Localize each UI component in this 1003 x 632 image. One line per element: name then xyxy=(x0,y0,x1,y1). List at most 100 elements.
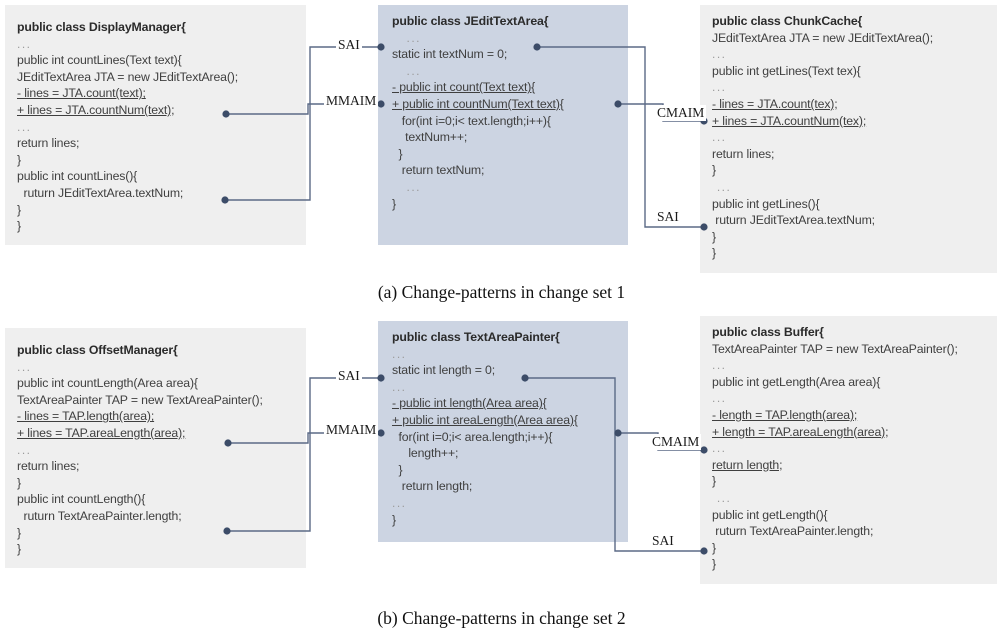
code-lines: ...static int length = 0;...- public int… xyxy=(392,346,578,529)
code-line: ... xyxy=(712,391,727,406)
code-line: } xyxy=(17,542,21,557)
edge-label-sai-right: SAI xyxy=(650,533,676,549)
code-line: } xyxy=(392,512,396,527)
code-lines: ... public int countLines(Text text){JEdi… xyxy=(17,36,238,235)
code-line: } xyxy=(712,540,716,555)
edge-label-sai-left: SAI xyxy=(336,368,362,384)
code-line: static int length = 0; xyxy=(392,363,495,378)
code-line: ruturn TextAreaPainter.length; xyxy=(17,508,182,523)
code-lines: ...static int textNum = 0; ...- public i… xyxy=(392,30,564,213)
class-title: public class JEditTextArea{ xyxy=(392,14,549,28)
class-title: public class Buffer{ xyxy=(712,325,824,339)
caption-figure-a: (a) Change-patterns in change set 1 xyxy=(377,282,626,302)
code-line: ... xyxy=(712,179,732,194)
code-line: - public int length(Area area){ xyxy=(392,396,547,411)
code-line: } xyxy=(712,163,716,178)
code-line: ruturn JEditTextArea.textNum; xyxy=(17,185,184,200)
code-line: } xyxy=(392,146,403,161)
code-line: } xyxy=(392,462,403,477)
code-line: return lines; xyxy=(712,146,775,161)
code-line: return length; xyxy=(712,457,783,472)
caption-figure-b: (b) Change-patterns in change set 2 xyxy=(377,608,626,628)
code-line: + lines = TAP.areaLength(area); xyxy=(17,425,186,440)
code-line: ... xyxy=(392,346,407,361)
code-line: ... xyxy=(712,441,727,456)
code-line: ... xyxy=(392,30,422,45)
code-line: - lines = TAP.length(area); xyxy=(17,409,155,424)
code-line: ... xyxy=(17,442,32,457)
code-block-chunkcache: public class ChunkCache{ JEditTextArea J… xyxy=(712,13,933,262)
code-line: ... xyxy=(392,379,407,394)
code-line: public int countLines(){ xyxy=(17,169,138,184)
code-line: TextAreaPainter TAP = new TextAreaPainte… xyxy=(712,341,958,356)
code-block-display-manager: public class DisplayManager{ ... public i… xyxy=(17,19,238,235)
code-line: - lines = JTA.count(text); xyxy=(17,86,146,101)
code-line: ... xyxy=(392,63,422,78)
code-line: length++; xyxy=(392,446,459,461)
panel-offsetmanager: public class OffsetManager{ ... public in… xyxy=(5,328,306,568)
code-line: ruturn TextAreaPainter.length; xyxy=(712,524,874,539)
code-line: for(int i=0;i< text.length;i++){ xyxy=(392,113,551,128)
code-line: - public int count(Text text){ xyxy=(392,80,536,95)
edge-label-mmaim-left: MMAIM xyxy=(324,422,379,438)
code-line: } xyxy=(17,202,21,217)
code-line: + public int countNum(Text text){ xyxy=(392,96,564,111)
code-line: return textNum; xyxy=(392,163,485,178)
code-line: } xyxy=(712,246,716,261)
code-line: } xyxy=(17,525,21,540)
class-title: public class TextAreaPainter{ xyxy=(392,330,560,344)
code-lines: ... public int countLength(Area area){Tex… xyxy=(17,359,263,558)
edge-label-cmaim-right: CMAIM xyxy=(655,105,707,121)
edge-label-mmaim-left: MMAIM xyxy=(324,93,379,109)
code-line: ... xyxy=(17,36,32,51)
code-line: public int countLines(Text text){ xyxy=(17,53,182,68)
code-line: JEditTextArea JTA = new JEditTextArea(); xyxy=(712,30,934,45)
code-line: - length = TAP.length(area); xyxy=(712,407,858,422)
class-title: public class OffsetManager{ xyxy=(17,343,178,357)
code-line: TextAreaPainter TAP = new TextAreaPainte… xyxy=(17,392,263,407)
code-line: } xyxy=(17,219,21,234)
code-line: ... xyxy=(17,119,32,134)
code-line: - lines = JTA.count(tex); xyxy=(712,96,838,111)
code-line: return lines; xyxy=(17,459,80,474)
code-line: ... xyxy=(712,490,732,505)
code-line: public int countLength(){ xyxy=(17,492,146,507)
code-line: public int countLength(Area area){ xyxy=(17,376,198,391)
edge-label-cmaim-right: CMAIM xyxy=(650,434,702,450)
code-line: ... xyxy=(712,47,727,62)
panel-display-manager: public class DisplayManager{ ... public i… xyxy=(5,5,306,245)
code-line: + public int areaLength(Area area){ xyxy=(392,412,578,427)
panel-textareapainter: public class TextAreaPainter{ ...static … xyxy=(378,321,628,542)
code-line: ruturn JEditTextArea.textNum; xyxy=(712,213,875,228)
code-line: return lines; xyxy=(17,136,80,151)
code-line: + lines = JTA.countNum(text); xyxy=(17,102,175,117)
code-line: ... xyxy=(712,130,727,145)
code-line: ... xyxy=(392,495,407,510)
class-title: public class ChunkCache{ xyxy=(712,14,863,28)
code-lines: JEditTextArea JTA = new JEditTextArea();… xyxy=(712,30,933,262)
code-line: public int getLength(){ xyxy=(712,507,828,522)
code-block-offsetmanager: public class OffsetManager{ ... public in… xyxy=(17,342,263,558)
code-line: + lines = JTA.countNum(tex); xyxy=(712,113,867,128)
code-block-buffer: public class Buffer{ TextAreaPainter TAP… xyxy=(712,324,958,573)
code-line: ... xyxy=(712,80,727,95)
code-line: public int getLines(Text tex){ xyxy=(712,63,861,78)
figure-change-set-2: public class OffsetManager{ ...public in… xyxy=(0,316,1003,632)
code-line: static int textNum = 0; xyxy=(392,47,508,62)
code-line: for(int i=0;i< area.length;i++){ xyxy=(392,429,553,444)
code-block-jedittextarea: public class JEditTextArea{ ...static in… xyxy=(392,13,564,212)
code-line: } xyxy=(17,152,21,167)
code-line: + length = TAP.areaLength(area); xyxy=(712,424,889,439)
code-line: } xyxy=(712,474,716,489)
code-line: ... xyxy=(712,358,727,373)
code-block-textareapainter: public class TextAreaPainter{ ...static … xyxy=(392,329,578,528)
code-line: public int getLength(Area area){ xyxy=(712,374,881,389)
code-line: } xyxy=(712,557,716,572)
edge-label-sai-right: SAI xyxy=(655,209,681,225)
code-line: } xyxy=(392,196,396,211)
figure-change-set-1: public class DisplayManager{ ...public i… xyxy=(5,5,997,302)
class-title: public class DisplayManager{ xyxy=(17,20,186,34)
code-line: public int getLines(){ xyxy=(712,196,820,211)
code-line: JEditTextArea JTA = new JEditTextArea(); xyxy=(17,69,239,84)
code-line: textNum++; xyxy=(392,130,468,145)
